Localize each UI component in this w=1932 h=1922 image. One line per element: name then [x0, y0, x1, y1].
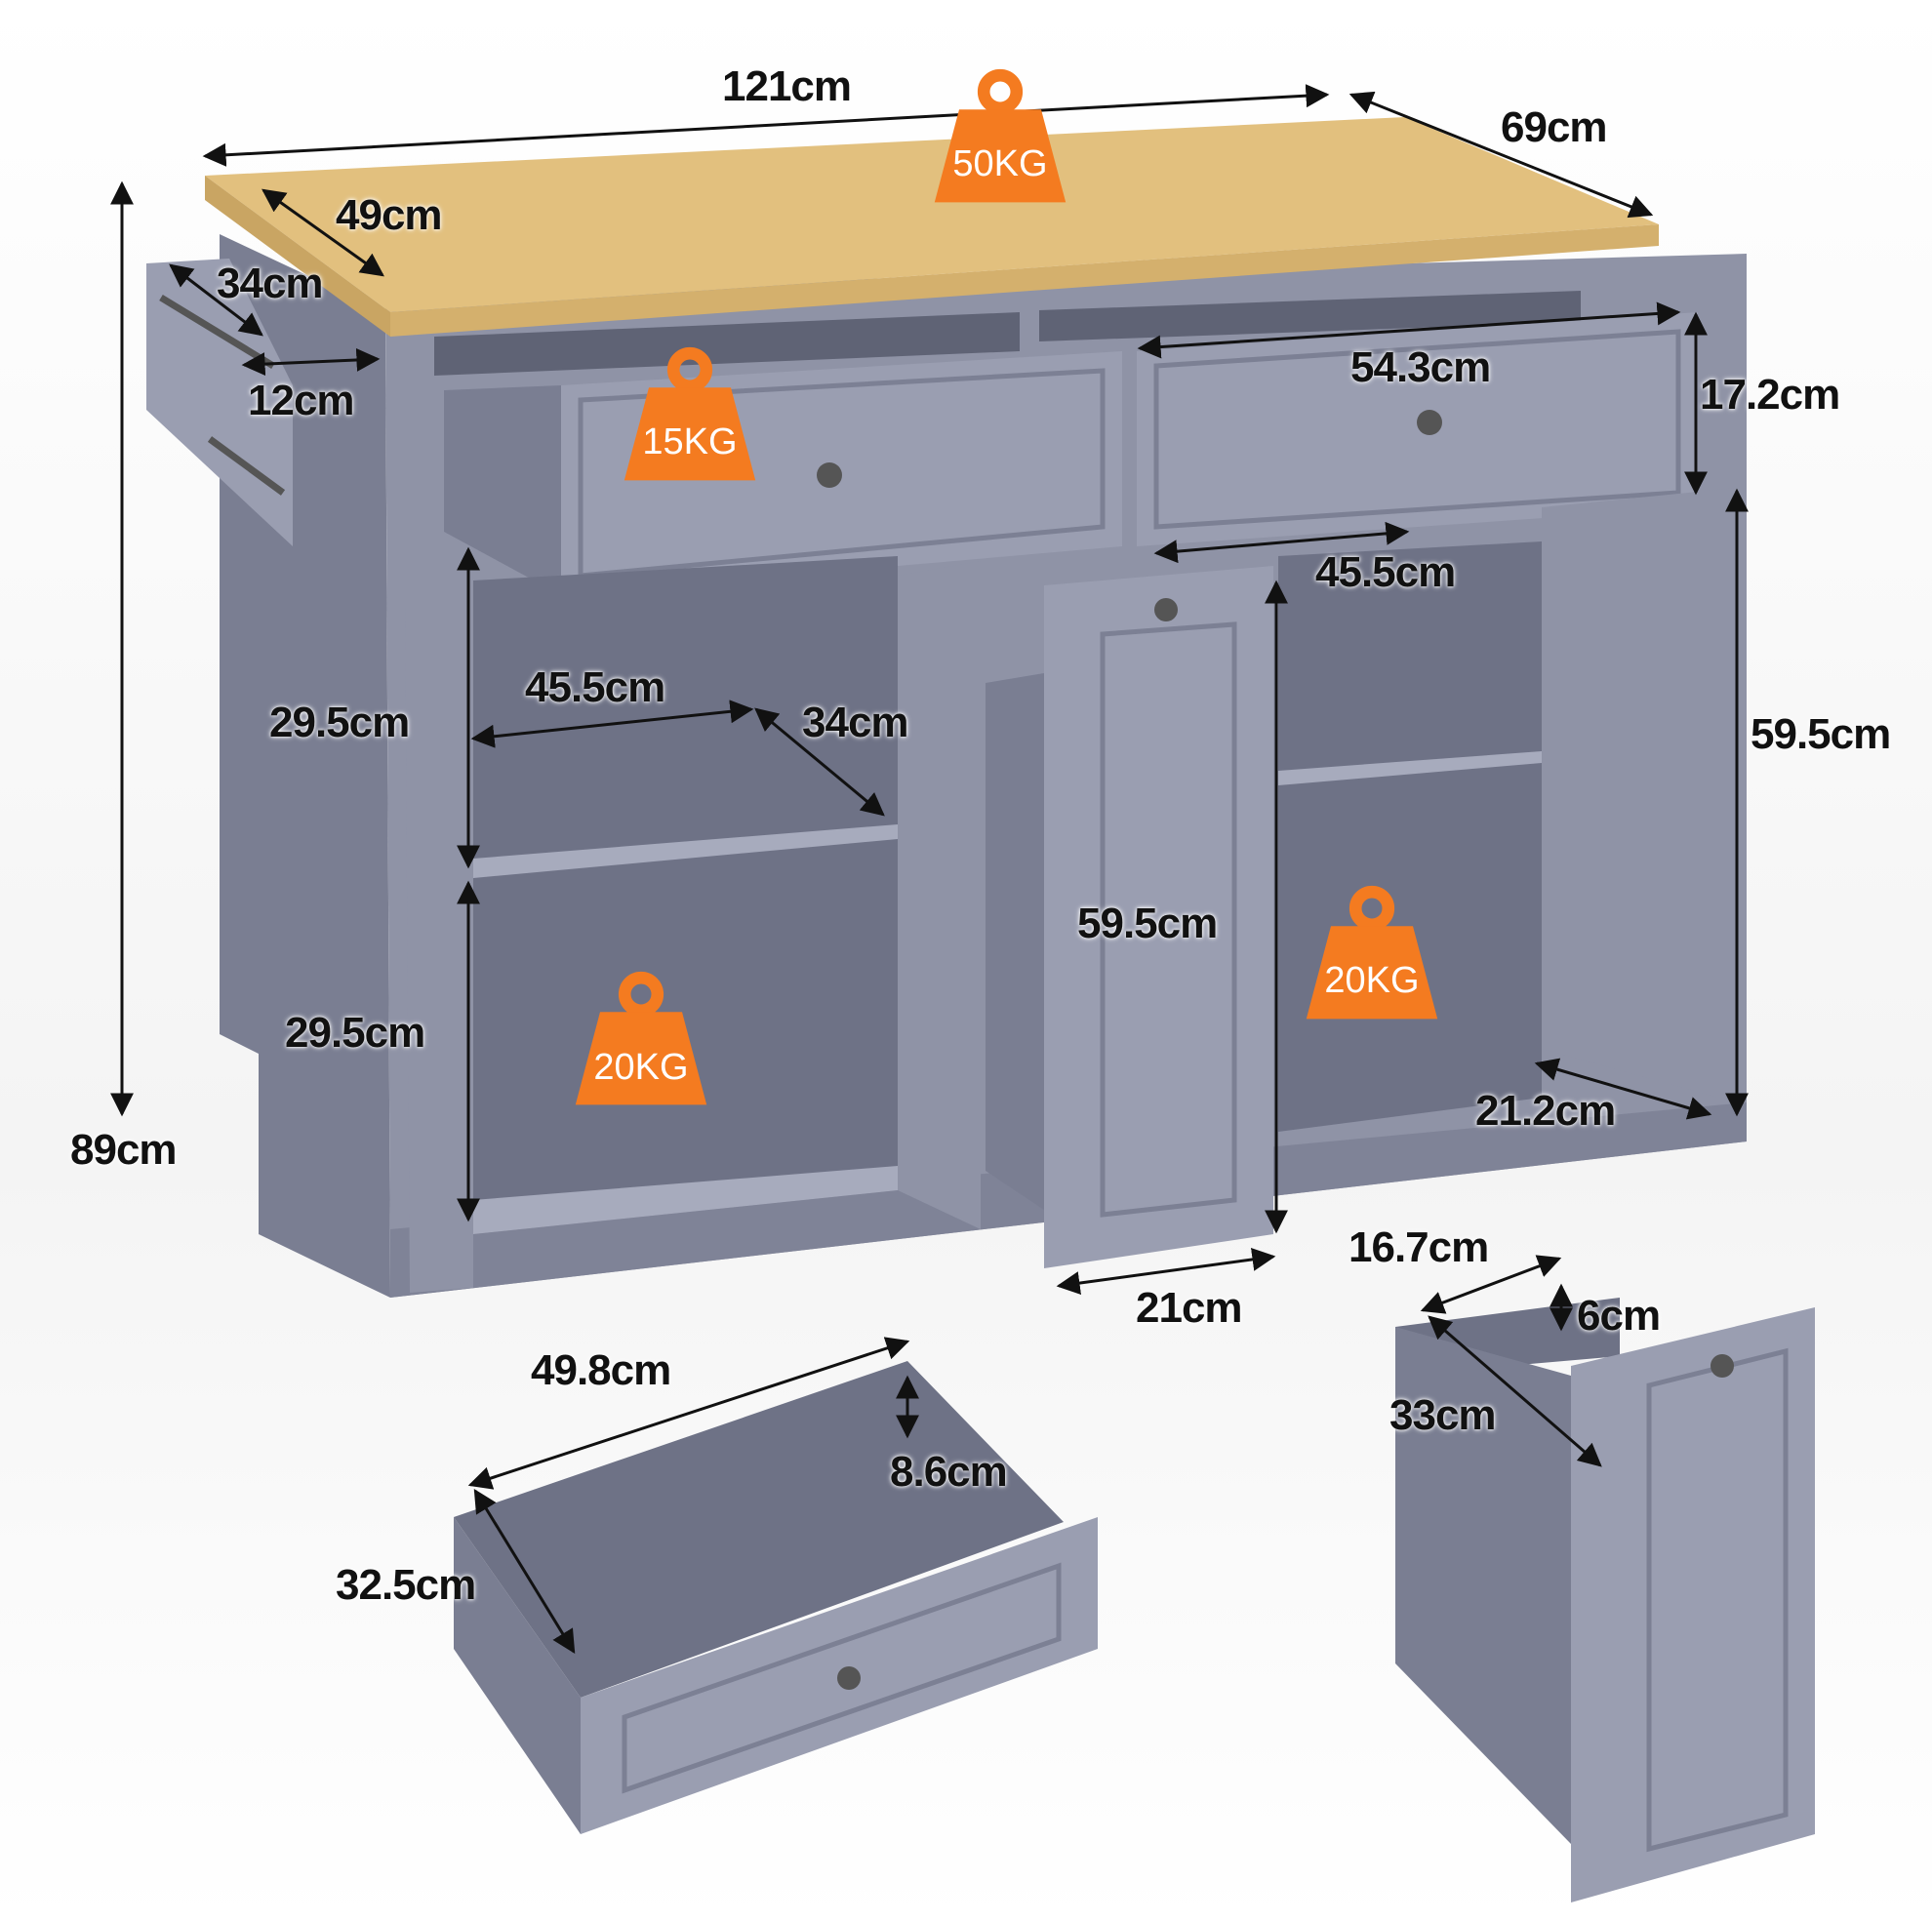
- side-rack-length-label: 49cm: [336, 191, 443, 239]
- drawer-detail-height-label: 8.6cm: [890, 1448, 1008, 1496]
- total-height-label: 89cm: [70, 1126, 178, 1174]
- top-load-label: 50KG: [952, 143, 1047, 184]
- right-drawer[interactable]: [1137, 312, 1698, 546]
- lower-compartment-height-label: 29.5cm: [285, 1009, 425, 1057]
- door-depth-right-label: 21.2cm: [1475, 1087, 1616, 1135]
- pullout-detail-depth-label: 33cm: [1389, 1391, 1497, 1439]
- pullout-rack[interactable]: [986, 566, 1273, 1268]
- drawer-height-label: 17.2cm: [1700, 371, 1840, 419]
- shelf-width-right-label: 45.5cm: [1315, 548, 1456, 596]
- shelf-depth-left-label: 34cm: [802, 699, 909, 746]
- left-cabinet-load-label: 20KG: [593, 1047, 688, 1088]
- side-rack-depth-label: 12cm: [248, 377, 355, 424]
- knob-icon: [1711, 1354, 1734, 1378]
- cabinet-height-right-label: 59.5cm: [1751, 710, 1891, 758]
- pullout-detail-width-label: 16.7cm: [1348, 1223, 1489, 1271]
- knob-icon: [1417, 410, 1442, 435]
- weight-badge-top: 50KG: [935, 75, 1066, 202]
- drawer-load-label: 15KG: [642, 421, 737, 462]
- drawer-width-label: 54.3cm: [1350, 343, 1491, 391]
- pullout-height-label: 59.5cm: [1077, 900, 1218, 947]
- top-depth-label: 69cm: [1501, 103, 1608, 151]
- drawer-detail-width-label: 49.8cm: [531, 1346, 671, 1394]
- pullout-width-label: 21cm: [1136, 1284, 1243, 1332]
- drawer-detail-depth-label: 32.5cm: [336, 1561, 476, 1609]
- side-rack-inner-label: 34cm: [217, 260, 324, 307]
- right-cabinet-load-label: 20KG: [1324, 960, 1419, 1001]
- weight-badge-right-cabinet: 20KG: [1307, 892, 1437, 1019]
- shelf-width-left-label: 45.5cm: [525, 663, 665, 711]
- knob-icon: [1154, 598, 1178, 621]
- knob-icon: [837, 1666, 861, 1690]
- upper-compartment-height-label: 29.5cm: [269, 699, 410, 746]
- drawer-detail: [454, 1361, 1098, 1834]
- left-cabinet: [405, 551, 981, 1293]
- weight-badge-left-cabinet: 20KG: [576, 978, 706, 1104]
- top-width-label: 121cm: [722, 62, 852, 110]
- dimension-lines: [110, 84, 1749, 1655]
- weight-badge-drawer: 15KG: [624, 353, 755, 480]
- knob-icon: [817, 462, 842, 488]
- pullout-detail-height-label: 6cm: [1577, 1292, 1661, 1340]
- pullout-detail: [1395, 1298, 1815, 1902]
